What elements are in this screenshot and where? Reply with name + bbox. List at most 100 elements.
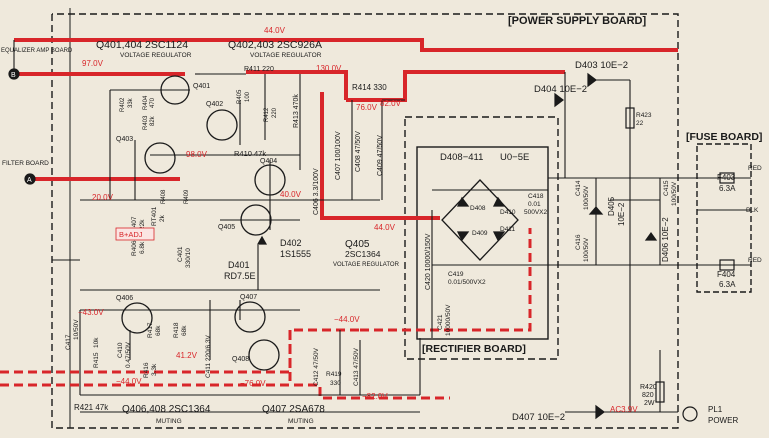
q405-label: Q405	[218, 224, 235, 231]
equalizer-amp-board-label: EQUALIZER AMP BOARD	[1, 48, 73, 54]
power-supply-board-outline	[51, 13, 679, 429]
voltage-neg76v: −76.0V	[240, 379, 266, 388]
q405-group-label: Q405	[345, 239, 370, 250]
q405-symbol	[240, 204, 272, 236]
q408-label: Q408	[232, 356, 249, 363]
power-label: POWER	[708, 416, 738, 425]
r403-label: R403	[143, 115, 149, 130]
c419-value: 0.01/500VX2	[448, 279, 486, 286]
voltage-97v: 97.0V	[82, 59, 104, 68]
f404-symbol	[719, 259, 735, 271]
q407-role: MUTING	[288, 418, 314, 425]
r421-label: R421 47k	[74, 403, 109, 412]
c418-label: C418	[528, 193, 544, 200]
c413-label: C413 47/50V	[353, 347, 360, 386]
negative-voltage-traces	[0, 228, 532, 400]
c408-label: C408 47/50V	[355, 131, 362, 172]
r406-label: R406	[131, 240, 138, 256]
d402-symbol	[256, 235, 268, 245]
d405-symbol	[588, 206, 604, 215]
d405-label: D405	[607, 196, 616, 216]
pl1-label: PL1	[708, 405, 723, 414]
r407-value: 22k	[139, 219, 146, 230]
q402-403-role: VOLTAGE REGULATOR	[250, 52, 322, 59]
high-voltage-traces	[14, 38, 678, 220]
connector-a-symbol	[24, 173, 36, 185]
r420-value: 820	[642, 392, 654, 399]
r408-label: R408	[161, 189, 167, 204]
r404-value: 470	[150, 97, 156, 108]
power-supply-board-title: [POWER SUPPLY BOARD]	[508, 15, 646, 27]
q405-part: 2SC1364	[345, 249, 381, 259]
q408-symbol	[248, 339, 280, 371]
c412-label: C412 47/50V	[313, 347, 320, 386]
filter-board-label: FILTER BOARD	[2, 160, 49, 167]
c410-value: 0.47/50V	[125, 341, 132, 368]
rt401-value: 2k	[159, 214, 166, 222]
r416-label: R416	[143, 362, 150, 378]
c416-label: C416	[575, 234, 582, 250]
q404-symbol	[254, 164, 286, 196]
r409-label: R409	[184, 189, 190, 204]
voltage-82v: 82.0V	[380, 99, 402, 108]
voltage-41-2v: 41.2V	[176, 351, 198, 360]
c421-label: C421	[437, 314, 444, 330]
r415-value: 10k	[93, 337, 100, 348]
d401-label: D401	[228, 260, 250, 270]
r412-label: R412	[264, 107, 270, 122]
f404-value: 6.3A	[719, 280, 736, 289]
r415-label: R415	[93, 352, 100, 368]
r405-value: 100	[245, 91, 251, 102]
c418-value: 0.01	[528, 201, 541, 208]
bridge-rectifier	[441, 179, 519, 261]
r404-label: R404	[143, 95, 149, 110]
fuse-board-title: [FUSE BOARD]	[686, 131, 762, 143]
transistor-symbols	[121, 75, 286, 371]
r403-value: 82k	[150, 115, 156, 126]
wire-blk: BLK	[746, 207, 759, 214]
rectifier-inner-outline	[416, 146, 549, 340]
d411-label: D411	[500, 226, 515, 233]
c415-label: C415	[663, 180, 670, 196]
c401-value: 330/10	[185, 248, 192, 268]
voltage-ac3-9v: AC3.9V	[610, 405, 638, 414]
b-adj-label: B+ADJ	[119, 230, 143, 239]
r411-label: R411 220	[244, 66, 274, 73]
q401-404-role: VOLTAGE REGULATOR	[120, 52, 192, 59]
connector-b-label: B	[11, 72, 16, 79]
d406-label: D406 10E−2	[661, 217, 670, 262]
q406-408-role: MUTING	[156, 418, 182, 425]
voltage-98v: 98.0V	[186, 150, 208, 159]
rt401-label: RT401	[151, 206, 158, 226]
r416-value: 3.3k	[151, 363, 158, 376]
r413-label: R413 470k	[293, 94, 300, 128]
r405-label: R405	[237, 89, 243, 104]
d409-label: D409	[472, 230, 488, 237]
connector-b-symbol	[8, 68, 20, 80]
voltage-neg82v: −82.0V	[362, 392, 388, 401]
b-adj-box	[115, 227, 155, 241]
d408-label: D408	[470, 205, 486, 212]
c414-value: 100/50V	[583, 185, 590, 210]
f403-value: 6.3A	[719, 184, 736, 193]
small-components	[8, 68, 735, 422]
c420-label: C420 10000/150V	[425, 233, 432, 290]
r423-label: R423	[636, 112, 652, 119]
d408-411-label: D408−411	[440, 152, 483, 163]
q404-label: Q404	[260, 158, 277, 165]
d404-symbol	[554, 92, 564, 108]
voltage-40v: 40.0V	[280, 190, 302, 199]
f404-label: F404	[717, 270, 736, 279]
r406-value: 6.8k	[139, 241, 146, 254]
c421-value: 10000/50V	[445, 304, 452, 336]
q403-label: Q403	[116, 136, 133, 143]
connector-a-label: A	[27, 177, 32, 184]
q406-408-label: Q406,408 2SC1364	[122, 404, 211, 415]
d404-label: D404 10E−2	[534, 84, 587, 95]
q407-label: Q407	[240, 294, 257, 301]
d406-symbol	[644, 231, 658, 241]
q401-label: Q401	[193, 83, 210, 90]
c416-value: 100/50V	[583, 237, 590, 262]
q407-symbol	[234, 301, 266, 333]
q401-404-label: Q401,404 2SC1124	[96, 39, 188, 51]
